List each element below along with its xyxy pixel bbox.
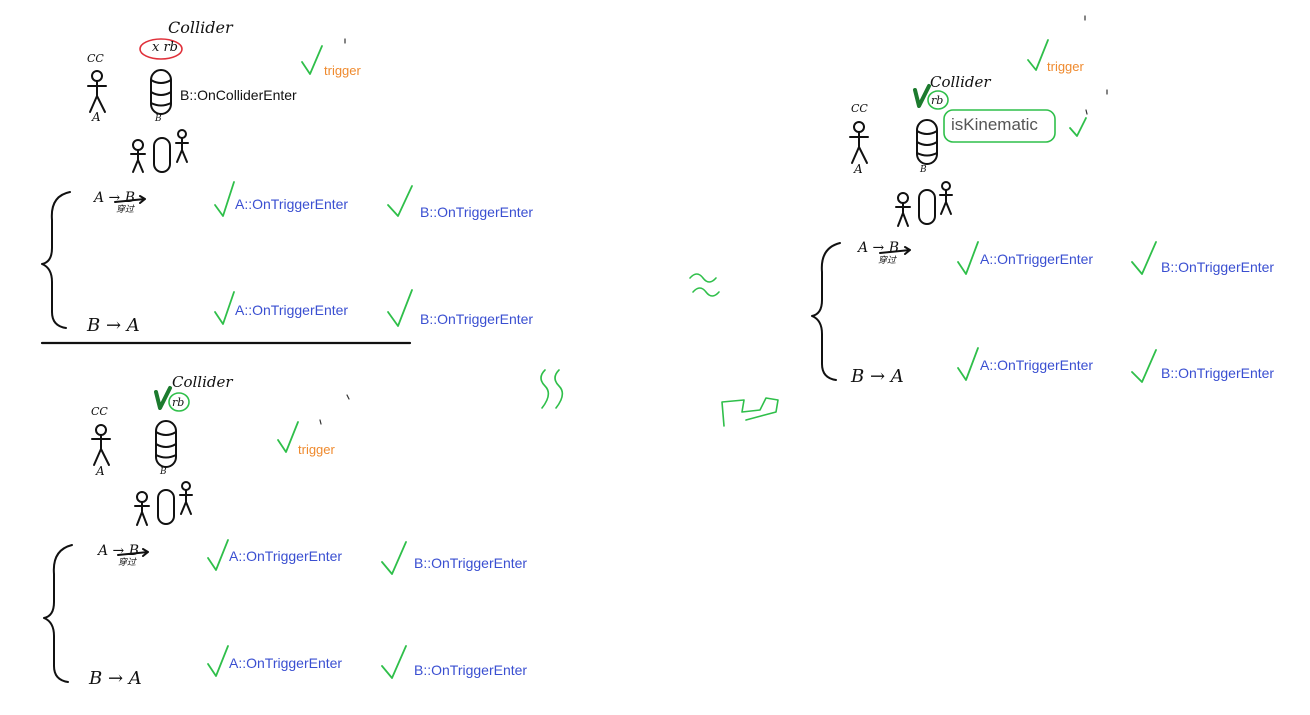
brace-bottom-left: [43, 544, 73, 683]
row-b-to-a-label: B → A: [87, 315, 140, 336]
b-on-trigger-enter: B::OnTriggerEnter: [414, 662, 528, 678]
a-label: A: [854, 162, 863, 176]
trigger-label: trigger: [324, 63, 361, 78]
check-icon: [301, 45, 323, 75]
collider-title: Collider: [172, 373, 233, 391]
b-on-trigger-enter: B::OnTriggerEnter: [1161, 259, 1275, 275]
row-a-to-b-label: A → B: [94, 190, 136, 206]
check-icon: [207, 539, 229, 571]
b-on-trigger-enter: B::OnTriggerEnter: [414, 555, 528, 571]
a-label: A: [92, 110, 101, 124]
row-b-to-a-label: B → A: [89, 668, 142, 689]
check-icon: [207, 645, 229, 677]
pair-figures-icon: [134, 481, 193, 526]
capsule-b-icon: [916, 119, 938, 165]
approx-mark-1: [689, 273, 720, 297]
row-a-to-b-sub: 穿过: [878, 256, 897, 266]
capsule-b-icon: [155, 420, 177, 468]
a-label: A: [96, 464, 105, 478]
brace-right: [811, 242, 841, 381]
row-a-to-b-sub: 穿过: [116, 205, 135, 215]
approx-mark-3: [721, 397, 779, 427]
collider-enter-event: B::OnColliderEnter: [180, 87, 297, 103]
stick-figure-a-icon: [849, 121, 869, 164]
a-on-trigger-enter: A::OnTriggerEnter: [229, 655, 343, 671]
check-icon: [381, 645, 407, 679]
approx-mark-2: [540, 369, 564, 409]
check-icon: [387, 289, 413, 327]
rb-red-circle: [139, 38, 183, 60]
stick-figure-a-icon: [87, 70, 107, 113]
row-a-to-b-sub: 穿过: [118, 558, 137, 568]
check-icon: [1131, 241, 1157, 275]
check-icon: [1069, 117, 1087, 137]
collider-title: Collider: [930, 73, 991, 91]
a-on-trigger-enter: A::OnTriggerEnter: [235, 196, 349, 212]
stick-figure-a-icon: [91, 424, 111, 466]
b-label: B: [160, 467, 167, 477]
b-label: B: [920, 165, 927, 175]
b-on-trigger-enter: B::OnTriggerEnter: [420, 204, 534, 220]
check-icon: [957, 241, 979, 275]
a-on-trigger-enter: A::OnTriggerEnter: [980, 251, 1094, 267]
rb-label: rb: [172, 396, 185, 409]
is-kinematic-label: isKinematic: [951, 115, 1038, 134]
check-icon: [957, 347, 979, 381]
check-icon: [214, 291, 235, 325]
a-on-trigger-enter: A::OnTriggerEnter: [980, 357, 1094, 373]
rb-label: rb: [931, 94, 944, 107]
brace-top-left: [41, 191, 71, 329]
trigger-label: trigger: [298, 442, 335, 457]
row-a-to-b-label: A → B: [858, 240, 900, 256]
rb-label: x rb: [152, 40, 178, 55]
b-on-trigger-enter: B::OnTriggerEnter: [1161, 365, 1275, 381]
check-icon: [214, 181, 235, 217]
b-label: B: [155, 114, 162, 124]
kinematic-box: [943, 109, 1056, 143]
a-on-trigger-enter: A::OnTriggerEnter: [235, 302, 349, 318]
trigger-label: trigger: [1047, 59, 1084, 74]
a-on-trigger-enter: A::OnTriggerEnter: [229, 548, 343, 564]
row-a-to-b-label: A → B: [98, 543, 140, 559]
cc-label: CC: [91, 405, 108, 418]
collider-title: Collider: [168, 18, 233, 37]
row-b-to-a-label: B → A: [851, 366, 904, 387]
pair-figures-icon: [130, 129, 189, 173]
check-icon: [1027, 39, 1049, 71]
cc-label: CC: [851, 102, 868, 115]
b-on-trigger-enter: B::OnTriggerEnter: [420, 311, 534, 327]
pair-figures-icon: [895, 181, 953, 227]
cc-label: CC: [87, 52, 104, 65]
check-icon: [387, 185, 413, 217]
capsule-b-icon: [150, 69, 172, 115]
check-icon: [1131, 349, 1157, 383]
check-icon: [277, 421, 299, 453]
rb-green-circle: [927, 90, 949, 110]
check-icon: [381, 541, 407, 575]
rb-green-circle: [168, 392, 190, 412]
